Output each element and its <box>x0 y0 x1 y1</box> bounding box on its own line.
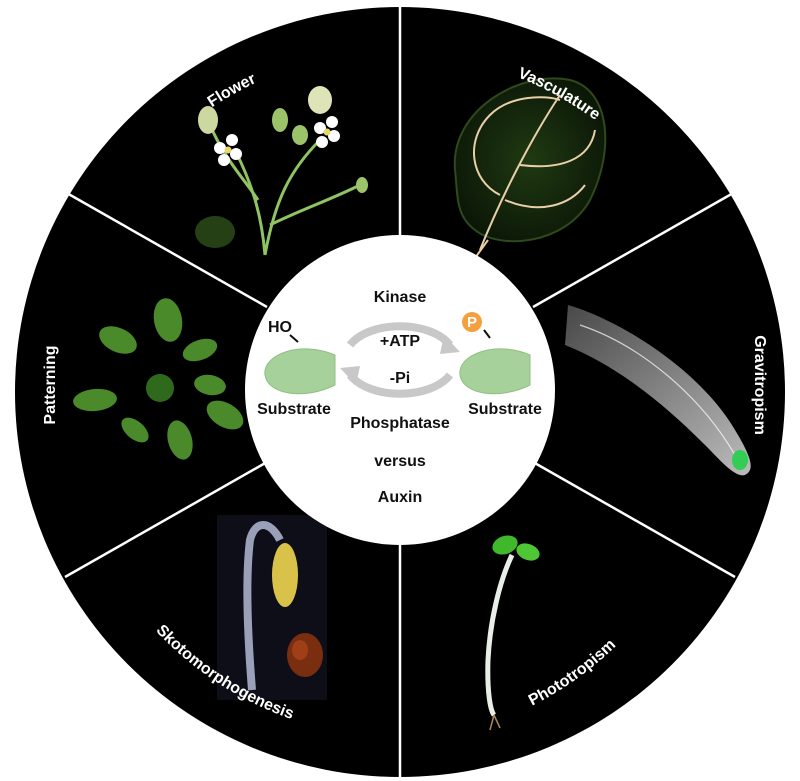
ho-bond <box>289 334 299 343</box>
hydroxyl-label: HO <box>268 319 292 336</box>
auxin-label: Auxin <box>378 489 422 506</box>
forward-arrowhead-icon <box>440 335 460 354</box>
patterning-image <box>73 298 244 460</box>
substrate-left-icon <box>264 348 336 395</box>
segment-label-gravitropism: Gravitropism <box>751 335 768 435</box>
substrate-right-label: Substrate <box>468 401 542 418</box>
phosphate-label: P <box>467 314 477 331</box>
substrate-left-label: Substrate <box>257 401 331 418</box>
p-bond <box>483 329 491 339</box>
cycle-arrows <box>346 322 454 398</box>
phosphate-icon <box>462 312 482 332</box>
pi-label: -Pi <box>390 370 410 387</box>
phosphatase-label: Phosphatase <box>350 415 450 432</box>
vasculature-image <box>453 77 607 266</box>
substrate-right-icon <box>459 348 531 395</box>
reverse-arrowhead-icon <box>340 366 360 385</box>
flower-image <box>195 86 368 256</box>
phototropism-image <box>485 535 540 731</box>
segment-label-patterning: Patterning <box>42 345 59 424</box>
versus-label: versus <box>374 453 426 470</box>
kinase-label: Kinase <box>374 289 427 306</box>
gravitropism-image <box>565 305 751 476</box>
atp-label: +ATP <box>380 333 420 350</box>
segment-dividers <box>64 7 736 777</box>
skotomorphogenesis-image <box>217 515 327 700</box>
